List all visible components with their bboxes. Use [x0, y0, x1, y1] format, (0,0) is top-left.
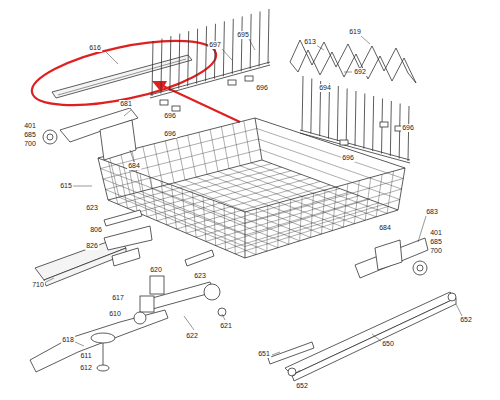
callout-number: 684: [378, 224, 392, 232]
tine-row: [150, 9, 270, 98]
small-part: [104, 210, 214, 266]
callout-number: 617: [111, 294, 125, 302]
callout-number: 683: [425, 208, 439, 216]
callout-number: 696: [341, 154, 355, 162]
callout-number: 612: [79, 364, 93, 372]
callout-number: 401: [23, 122, 37, 130]
rack-rail: [268, 292, 456, 381]
callout-number: 696: [163, 130, 177, 138]
callout-number: 696: [163, 112, 177, 120]
callout-number: 650: [381, 340, 395, 348]
tine: [197, 29, 198, 84]
callout-number: 652: [459, 316, 473, 324]
tine: [188, 31, 189, 86]
callout-number: 610: [108, 310, 122, 318]
callout-number: 620: [149, 266, 163, 274]
callout-number: 696: [401, 124, 415, 132]
callout-number: 623: [85, 204, 99, 212]
tine: [206, 26, 207, 81]
tine: [232, 19, 233, 74]
tine: [408, 106, 409, 161]
tine: [346, 89, 347, 144]
tine: [337, 86, 338, 141]
tine: [179, 34, 180, 89]
callout-number: 619: [348, 28, 362, 36]
callout-number: 652: [295, 382, 309, 390]
callout-number: 697: [208, 41, 222, 49]
highlight-arrow: [152, 81, 240, 122]
wire-holder: [290, 40, 416, 83]
callout-number: 613: [303, 38, 317, 46]
tine: [355, 91, 356, 146]
callout-number: 623: [193, 272, 207, 280]
tine: [364, 94, 365, 149]
rack-basket: [98, 118, 405, 258]
callout-number: 681: [119, 100, 133, 108]
callout-number: 700: [23, 140, 37, 148]
callout-number: 694: [318, 84, 332, 92]
callout-number: 685: [429, 238, 443, 246]
tine: [311, 79, 312, 134]
callout-number: 684: [127, 162, 141, 170]
callout-number: 401: [429, 229, 443, 237]
callout-number: 806: [89, 226, 103, 234]
tine: [390, 101, 391, 156]
highlight-ellipse: [27, 28, 222, 118]
callout-number: 651: [257, 350, 271, 358]
callout-number: 695: [236, 31, 250, 39]
callout-number: 611: [79, 352, 92, 360]
tine: [152, 41, 153, 96]
tine: [268, 9, 269, 64]
tine: [223, 21, 224, 76]
callout-number: 710: [31, 281, 45, 289]
tine: [170, 36, 171, 91]
rack-bracket: [43, 108, 138, 160]
feed-tube: [140, 276, 226, 316]
callout-number: 621: [219, 322, 233, 330]
callout-number: 696: [255, 84, 269, 92]
callout-number: 618: [61, 336, 75, 344]
tine: [302, 76, 303, 131]
tine: [214, 24, 215, 79]
tine: [259, 11, 260, 66]
tine: [241, 16, 242, 71]
clip: [160, 76, 403, 145]
callout-number: 615: [59, 182, 73, 190]
tine: [373, 96, 374, 151]
callout-number: 685: [23, 131, 37, 139]
tine-row: [300, 76, 410, 163]
callout-number: 616: [88, 44, 102, 52]
leader-line: [44, 36, 464, 376]
callout-number: 622: [185, 332, 199, 340]
rack-bracket: [355, 238, 428, 278]
spray-arm: [30, 310, 168, 372]
callout-number: 692: [353, 68, 367, 76]
tine: [161, 39, 162, 94]
callout-number: 826: [85, 242, 99, 250]
callout-number: 700: [429, 247, 443, 255]
